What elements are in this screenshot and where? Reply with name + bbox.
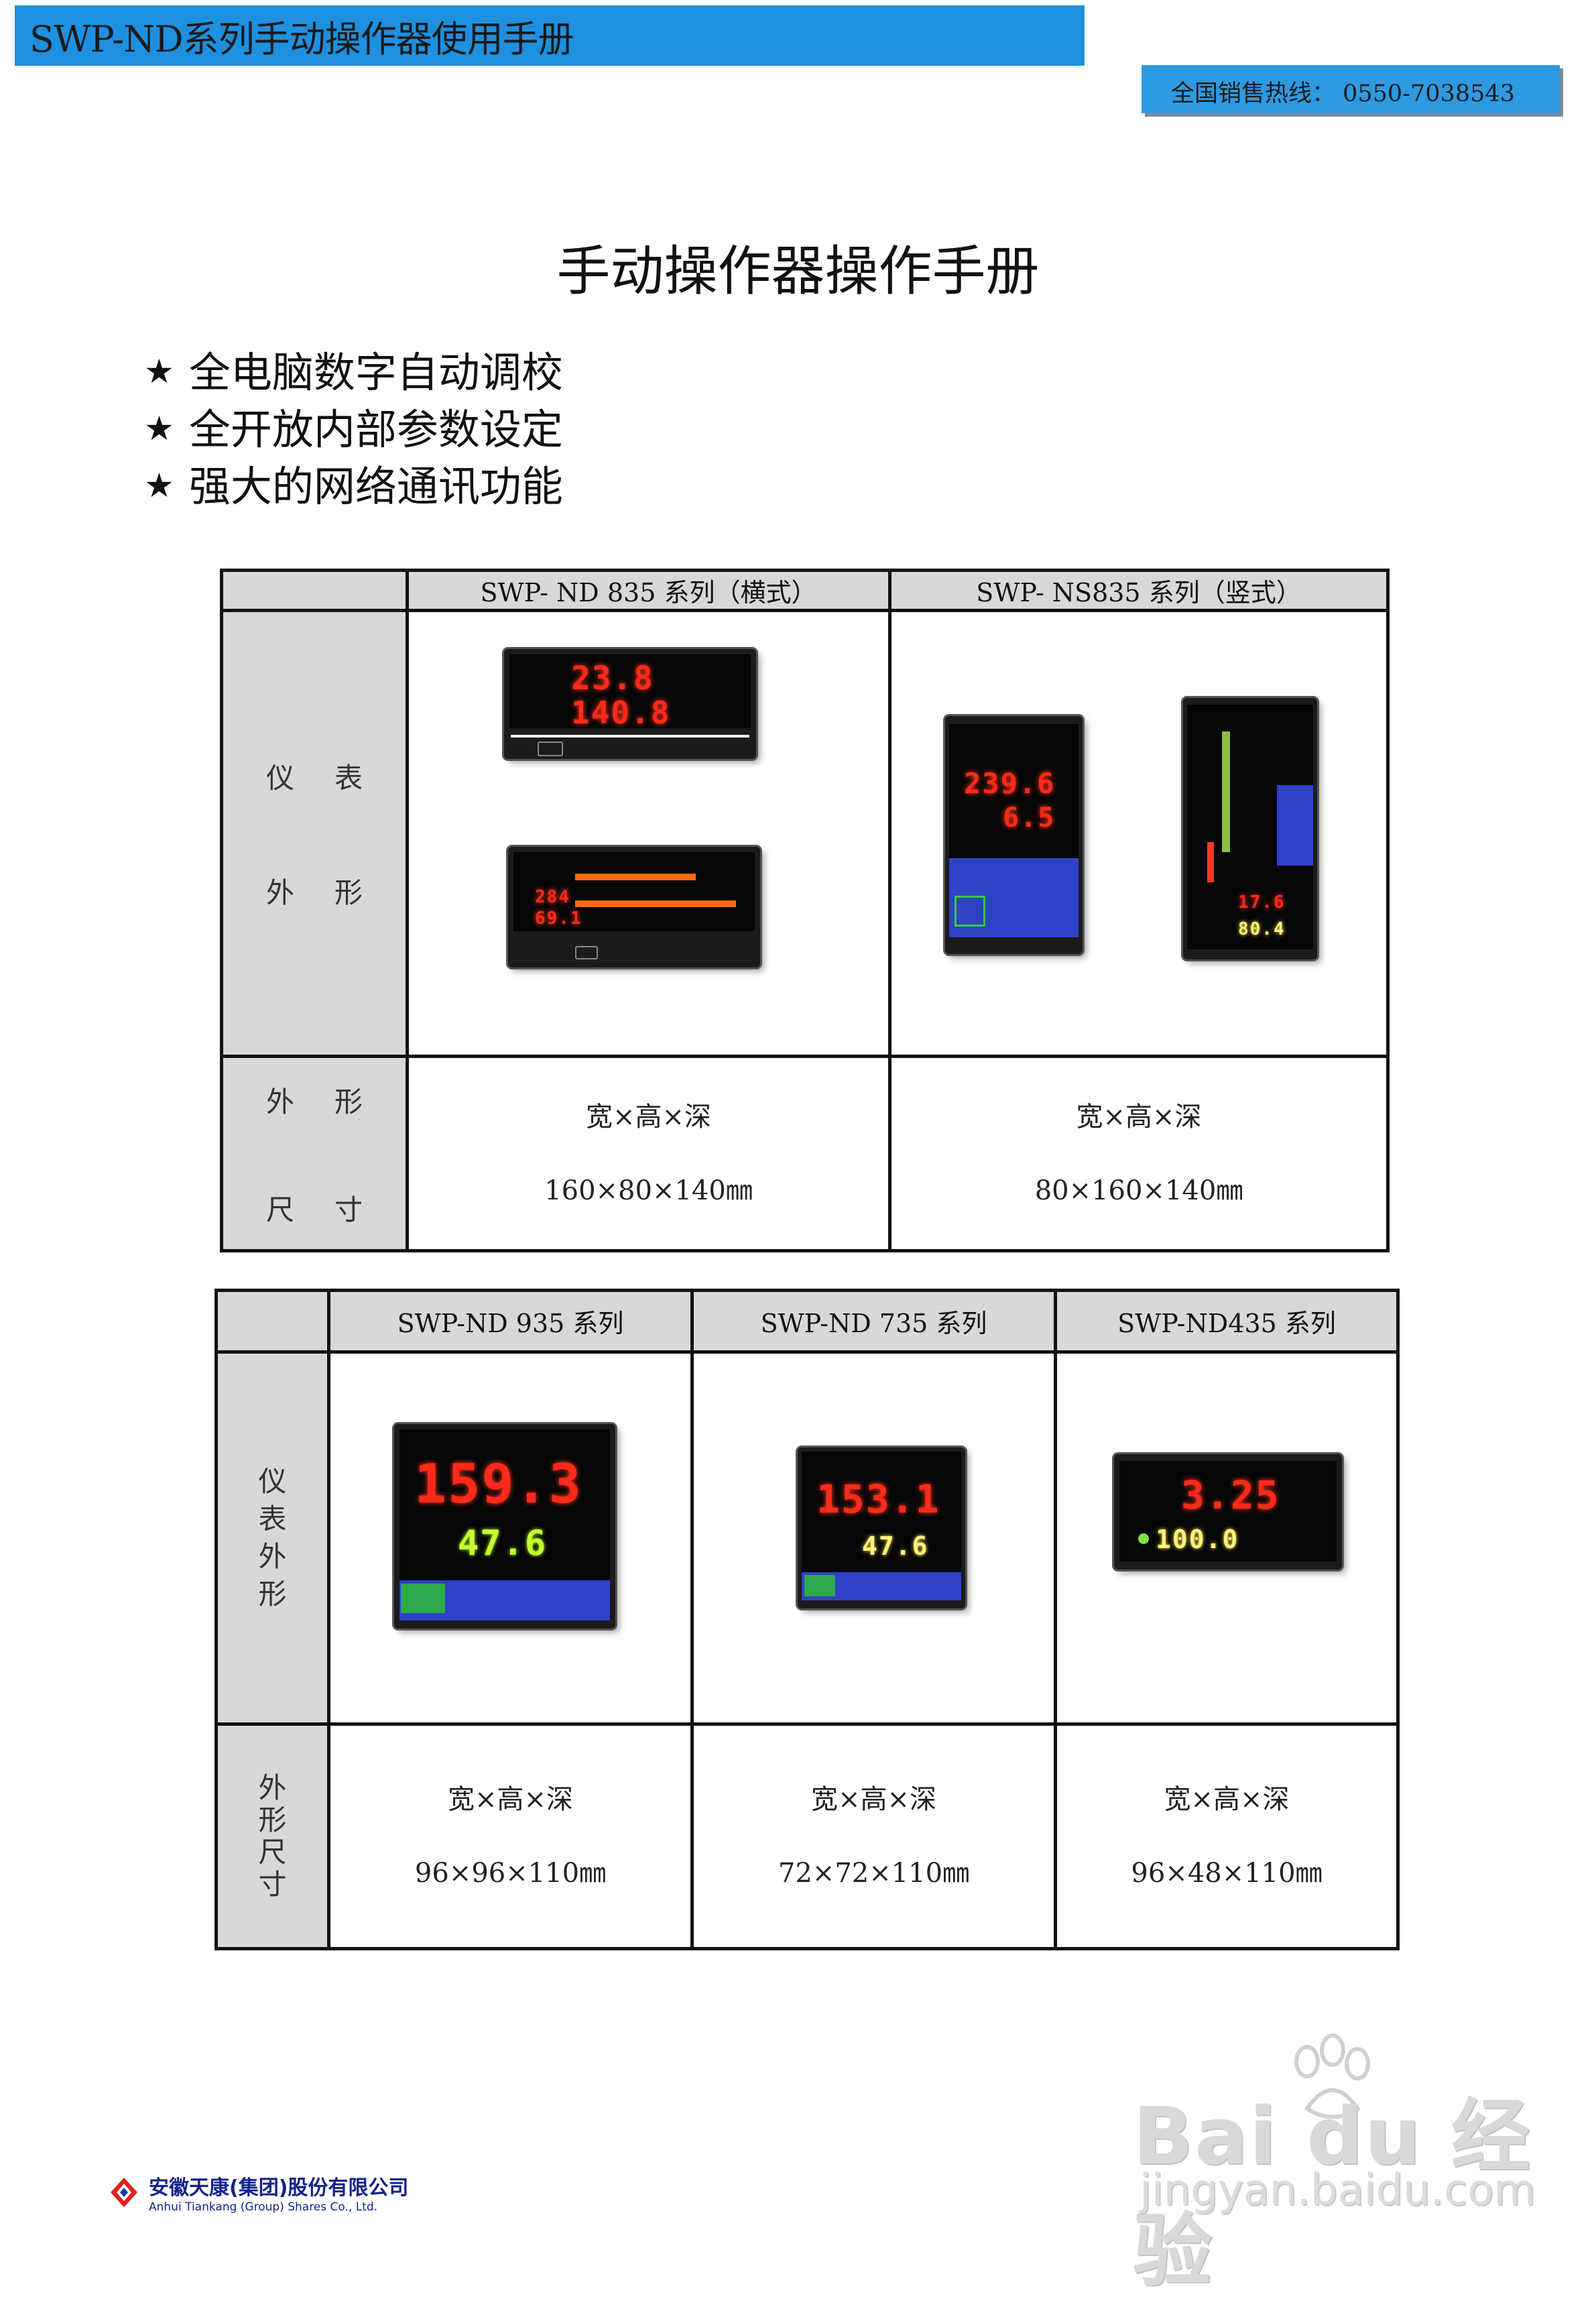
column-header: SWP-ND435 系列 [1054,1289,1400,1354]
feature-text: 强大的网络通讯功能 [188,462,563,511]
sv-display: 80.4 [1238,919,1286,939]
row-label-appearance: 仪 表 外 形 [214,1350,330,1726]
dimension-value: 72×72×110㎜ [778,1858,970,1889]
star-icon: ★ [144,466,174,505]
pv-display: 23.8 [571,660,654,697]
meter-nd935: 159.3 47.6 [394,1424,615,1629]
label-char: 形 [258,1804,287,1836]
meter-nd835-digital: 23.8 140.8 [504,649,756,759]
label-char: 形 [258,1578,287,1610]
column-header: SWP- ND 835 系列（横式） [406,569,892,612]
meter-nd435: 3.25 100.0 [1114,1454,1342,1570]
label-char: 寸 [258,1868,287,1901]
feature-text: 全电脑数字自动调校 [188,348,563,397]
meter-nd735: 153.1 47.6 [798,1448,965,1608]
feature-item: ★ 强大的网络通讯功能 [144,453,563,513]
label-char: 仪 [265,762,294,794]
pv-display: 3.25 [1181,1472,1280,1518]
label-char: 外 [265,876,294,909]
dimensions-cell: 宽×高×深 96×48×110㎜ [1054,1722,1400,1950]
meter-ns835-digital: 239.6 6.5 [945,716,1083,954]
hotline-badge: 全国销售热线： 0550-7038543 [1142,65,1560,113]
pv-display: 153.1 [816,1476,940,1522]
pv-display: 159.3 [414,1453,582,1515]
dimension-value: 96×96×110㎜ [414,1858,607,1889]
label-char: 外 [265,1085,294,1118]
dimension-caption: 宽×高×深 [810,1784,937,1815]
dimension-value: 80×160×140㎜ [1034,1175,1243,1206]
sv-display: 47.6 [862,1531,929,1561]
label-char: 寸 [334,1193,363,1226]
sv-display: 6.5 [1003,803,1056,833]
image-cell-ns835: 239.6 6.5 17.6 80.4 [888,609,1390,1058]
spec-table-835: SWP- ND 835 系列（横式） SWP- NS835 系列（竖式） 仪 表… [220,569,1390,1252]
label-char: 表 [334,762,363,794]
label-char: 尺 [258,1836,287,1869]
column-header: SWP- NS835 系列（竖式） [888,569,1390,612]
feature-item: ★ 全电脑数字自动调校 [144,339,563,399]
dimension-caption: 宽×高×深 [1164,1784,1290,1815]
dimensions-cell: 宽×高×深 160×80×140㎜ [406,1055,892,1252]
company-name-cn: 安徽天康(集团)股份有限公司 [149,2176,409,2200]
header-title: SWP-ND系列手动操作器使用手册 [29,18,574,60]
label-char: 表 [258,1502,287,1535]
spec-table-series: SWP-ND 935 系列 SWP-ND 735 系列 SWP-ND435 系列… [214,1289,1400,1950]
dimension-caption: 宽×高×深 [1076,1101,1202,1132]
image-cell-nd735: 153.1 47.6 [690,1350,1057,1726]
header-bar: SWP-ND系列手动操作器使用手册 [15,5,1085,66]
star-icon: ★ [144,352,174,391]
label-char: 尺 [265,1193,294,1226]
dimension-caption: 宽×高×深 [447,1784,574,1815]
company-logo-icon [111,2178,137,2207]
pv-display: 239.6 [964,767,1056,800]
table-corner [214,1289,330,1354]
label-char: 形 [334,876,363,909]
dimension-caption: 宽×高×深 [585,1101,712,1132]
baidu-paw-icon [1294,2033,1370,2119]
label-char: 外 [258,1771,287,1804]
image-cell-nd935: 159.3 47.6 [327,1350,694,1726]
feature-text: 全开放内部参数设定 [188,405,563,454]
sv-display: 100.0 [1156,1525,1239,1554]
label-char: 仪 [258,1465,287,1498]
watermark-url: jingyan.baidu.com [1140,2166,1536,2215]
sv-display: 69.1 [535,908,582,929]
star-icon: ★ [144,409,174,448]
row-label-appearance: 仪 表 外 形 [220,609,409,1058]
image-cell-nd435: 3.25 100.0 [1054,1350,1400,1726]
sv-display: 47.6 [458,1523,548,1564]
row-label-dimensions: 外 形 尺 寸 [220,1055,409,1252]
meter-nd835-bargraph: 284 69.1 [508,847,760,967]
image-cell-nd835: 23.8 140.8 284 69.1 [406,609,892,1058]
table-corner [220,569,409,612]
column-header: SWP-ND 735 系列 [690,1289,1057,1354]
feature-item: ★ 全开放内部参数设定 [144,396,563,456]
row-label-dimensions: 外 形 尺 寸 [214,1722,330,1950]
company-name-en: Anhui Tiankang (Group) Shares Co., Ltd. [149,2200,378,2214]
dimensions-cell: 宽×高×深 96×96×110㎜ [327,1722,694,1950]
label-char: 形 [334,1085,363,1118]
pv-display: 284 [535,887,570,907]
hotline-text: 全国销售热线： 0550-7038543 [1171,80,1515,107]
meter-ns835-bargraph: 17.6 80.4 [1183,698,1317,959]
dimension-value: 96×48×110㎜ [1131,1858,1323,1889]
dimensions-cell: 宽×高×深 72×72×110㎜ [690,1722,1057,1950]
sv-display: 140.8 [571,695,671,731]
dimension-value: 160×80×140㎜ [544,1175,753,1206]
dimensions-cell: 宽×高×深 80×160×140㎜ [888,1055,1390,1252]
label-char: 外 [258,1540,287,1573]
column-header: SWP-ND 935 系列 [327,1289,694,1354]
pv-display: 17.6 [1238,892,1286,912]
page-title: 手动操作器操作手册 [556,240,1040,302]
